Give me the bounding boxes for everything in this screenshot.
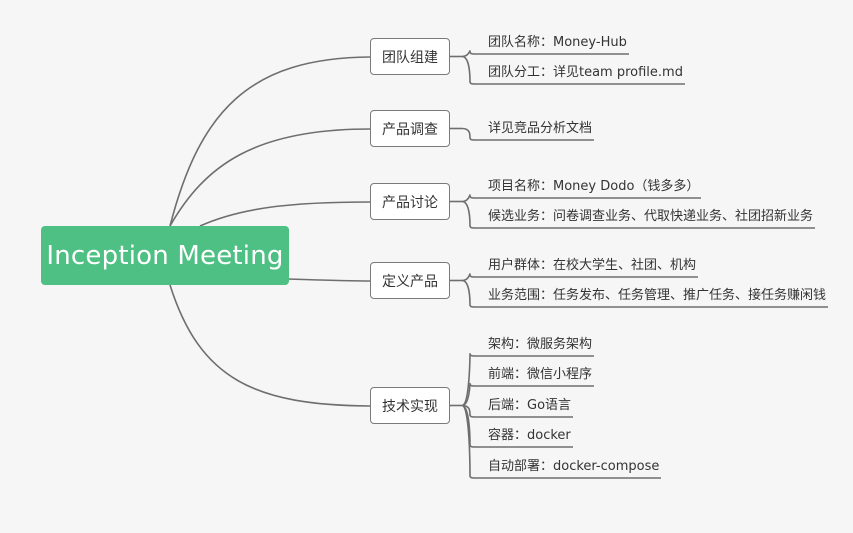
leaf-business-scope[interactable]: 业务范围：任务发布、任务管理、推广任务、接任务赚闲钱 — [488, 288, 827, 303]
leaf-connector-3-1 — [461, 194, 701, 203]
leaf-backend[interactable]: 后端：Go语言 — [488, 398, 572, 413]
leaf-user-groups[interactable]: 用户群体：在校大学生、社团、机构 — [488, 258, 697, 273]
root-connector-5 — [169, 284, 371, 407]
leaf-project-name[interactable]: 项目名称：Money Dodo（钱多多） — [488, 179, 700, 194]
leaf-frontend[interactable]: 前端：微信小程序 — [488, 367, 593, 382]
branch-tech-implementation[interactable]: 技术实现 — [370, 387, 450, 424]
leaf-connector-5-3 — [461, 404, 573, 418]
leaf-connector-5-2 — [461, 382, 594, 407]
root-connector-1 — [169, 56, 371, 227]
root-connector-4 — [288, 278, 371, 282]
leaf-competitor-analysis[interactable]: 详见竞品分析文档 — [488, 121, 593, 136]
leaf-connector-3-2 — [461, 200, 815, 229]
leaf-container[interactable]: 容器：docker — [488, 428, 571, 443]
leaf-team-name[interactable]: 团队名称：Money-Hub — [488, 35, 627, 50]
branch-product-discussion[interactable]: 产品讨论 — [370, 183, 450, 220]
leaf-connector-1-1 — [461, 50, 629, 58]
leaf-connector-4-1 — [461, 273, 698, 282]
root-connector-3 — [199, 201, 371, 227]
root-topic-inception-meeting[interactable]: Inception Meeting — [41, 226, 289, 285]
branch-team-building[interactable]: 团队组建 — [370, 38, 450, 75]
root-connector-2 — [169, 128, 371, 227]
leaf-connector-5-1 — [461, 353, 594, 407]
leaf-architecture[interactable]: 架构：微服务架构 — [488, 337, 593, 352]
leaf-auto-deploy[interactable]: 自动部署：docker-compose — [488, 459, 660, 474]
leaf-connector-2-1 — [461, 127, 594, 141]
leaf-candidate-business[interactable]: 候选业务：问卷调查业务、代取快递业务、社团招新业务 — [488, 209, 814, 224]
leaf-connector-5-5 — [461, 404, 661, 479]
leaf-connector-1-2 — [461, 55, 685, 85]
branch-product-research[interactable]: 产品调查 — [370, 110, 450, 147]
branch-define-product[interactable]: 定义产品 — [370, 262, 450, 299]
leaf-team-division[interactable]: 团队分工：详见team profile.md — [488, 65, 683, 80]
leaf-connector-4-2 — [461, 279, 828, 308]
